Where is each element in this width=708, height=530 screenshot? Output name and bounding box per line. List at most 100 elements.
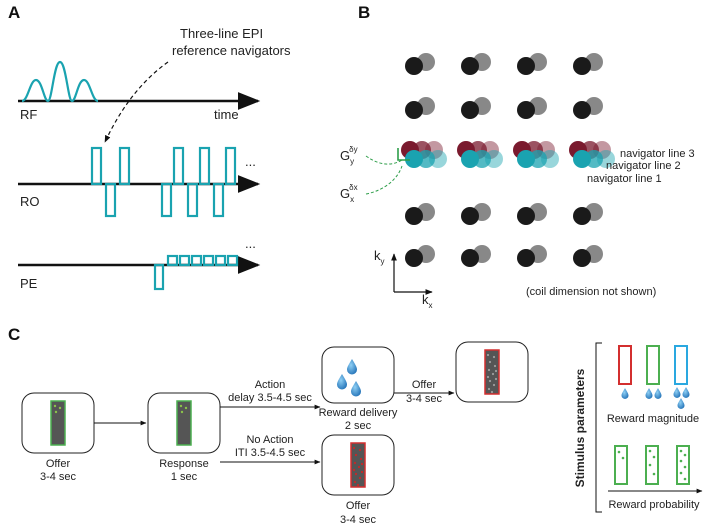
stimulus-dot [358, 476, 362, 480]
offer-2-title: Offer [412, 379, 437, 391]
offer-stimulus-3 [350, 442, 366, 488]
probability-stimuli [614, 445, 690, 485]
kspace-sample [517, 101, 535, 119]
stimulus-dot [488, 379, 492, 383]
stimulus-dot [492, 383, 496, 387]
time-label: time [214, 107, 239, 122]
annotation-arrow [104, 61, 169, 143]
gy-label: Gyδy [340, 145, 358, 166]
reward-probability-label: Reward probability [608, 499, 700, 511]
stimulus-dot [353, 480, 357, 484]
kspace-sample [461, 57, 479, 75]
annotation-line-1: Three-line EPI [180, 26, 263, 41]
magnitude-stimuli [618, 345, 690, 409]
offer-1-title: Offer [46, 458, 71, 470]
kspace-sample [573, 207, 591, 225]
reward-delivery-title: Reward delivery [319, 407, 398, 419]
stimulus-dot [352, 468, 356, 472]
pe-label: PE [20, 276, 38, 291]
kspace-sample [461, 207, 479, 225]
stimulus-dot [491, 372, 495, 376]
kspace-sample [405, 249, 423, 267]
gradient-step-marker [397, 148, 410, 161]
stimulus-dot [494, 369, 498, 373]
parameters-bracket [595, 342, 602, 513]
ro-gradient-waveform [90, 146, 237, 218]
offer-stimulus-1 [50, 400, 66, 446]
gx-label: Gxδx [340, 183, 358, 204]
response-title: Response [159, 458, 209, 470]
kspace-sample [461, 249, 479, 267]
navigator-line-1-label: navigator line 1 [587, 173, 662, 185]
panel-a-label: A [8, 3, 20, 22]
offer-stimulus-2 [484, 349, 500, 395]
ky-label: ky [374, 248, 385, 266]
stimulus-dot [487, 387, 491, 391]
stimulus-dot [356, 483, 360, 487]
stimulus-dot [358, 448, 362, 452]
kspace-sample [517, 249, 535, 267]
kspace-sample-grid [401, 53, 615, 267]
ro-ellipsis: ... [245, 154, 256, 169]
no-action-title: No Action [246, 434, 293, 446]
rf-pulses [21, 60, 99, 103]
stimulus-dot [352, 446, 356, 450]
kspace-sample [517, 57, 535, 75]
navigator-line-3-label: navigator line 3 [620, 148, 695, 160]
reward-magnitude-label: Reward magnitude [607, 413, 699, 425]
response-duration: 1 sec [171, 471, 198, 483]
panel-c-label: C [8, 325, 20, 344]
reward-delivery-duration: 2 sec [345, 420, 372, 432]
kspace-sample [573, 57, 591, 75]
navigator-sample-line-1 [405, 150, 423, 168]
stimulus-dot [486, 375, 490, 379]
stimulus-dot [353, 461, 357, 465]
stimulus-parameters-title: Stimulus parameters [573, 368, 587, 487]
kspace-sample [573, 249, 591, 267]
coil-note: (coil dimension not shown) [526, 286, 656, 298]
stimulus-dot [354, 453, 358, 457]
stimulus-dot [360, 462, 364, 466]
ro-label: RO [20, 194, 40, 209]
response-stimulus [176, 400, 192, 446]
kspace-sample [405, 207, 423, 225]
kspace-sample [405, 57, 423, 75]
offer-3-duration: 3-4 sec [340, 514, 377, 526]
action-title: Action [255, 379, 286, 391]
navigator-sample-line-1 [517, 150, 535, 168]
stimulus-dot [488, 360, 492, 364]
offer-2-duration: 3-4 sec [406, 393, 443, 405]
stimulus-dot [487, 368, 491, 372]
stimulus-dot [359, 457, 363, 461]
stimulus-dot [354, 472, 358, 476]
rf-label: RF [20, 107, 37, 122]
kspace-sample [461, 101, 479, 119]
stimulus-dot [486, 353, 490, 357]
offer-dots-1 [53, 404, 62, 414]
kx-label: kx [422, 292, 433, 310]
offer-dots-2 [486, 353, 498, 394]
probability-dots [617, 449, 687, 481]
kspace-sample [517, 207, 535, 225]
navigator-sample-line-1 [573, 150, 591, 168]
stimulus-dot [492, 355, 496, 359]
panel-b-label: B [358, 3, 370, 22]
stimulus-dot [494, 377, 498, 381]
stimulus-dot [360, 470, 364, 474]
offer-dots-3 [352, 446, 364, 487]
stimulus-dot [357, 465, 361, 469]
navigator-line-2-label: navigator line 2 [606, 160, 681, 172]
kspace-sample [405, 101, 423, 119]
navigator-sample-line-1 [461, 150, 479, 168]
pe-gradient-waveform [153, 254, 239, 291]
annotation-line-2: reference navigators [172, 43, 291, 58]
gy-connector [365, 155, 403, 165]
no-action-iti: ITI 3.5-4.5 sec [235, 447, 306, 459]
stimulus-dot [493, 364, 497, 368]
kspace-sample [573, 101, 591, 119]
pe-ellipsis: ... [245, 236, 256, 251]
offer-1-duration: 3-4 sec [40, 471, 77, 483]
response-dots [179, 404, 188, 414]
stimulus-dot [490, 390, 494, 394]
